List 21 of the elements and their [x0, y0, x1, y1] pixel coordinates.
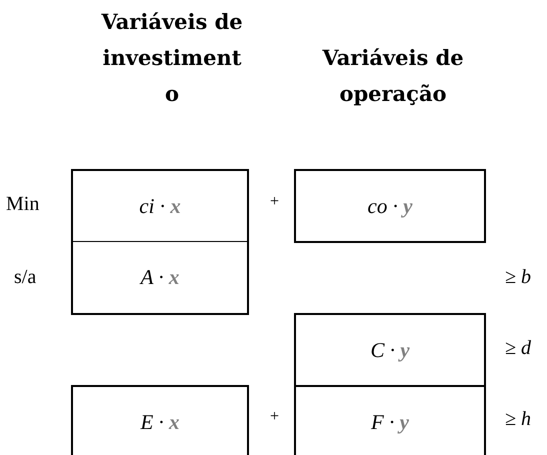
row-label: s/a	[14, 266, 36, 289]
plus-sign: +	[270, 408, 280, 426]
plus-sign: +	[270, 193, 280, 211]
block-expression: A · x	[140, 265, 180, 290]
matrix-block	[294, 387, 486, 455]
row-label: Min	[6, 193, 40, 216]
matrix-block	[294, 169, 486, 243]
column-heading: Variáveis de operação	[321, 44, 465, 108]
column-heading: Variáveis de investimento	[100, 8, 244, 108]
matrix-block	[71, 169, 249, 243]
matrix-block	[71, 242, 249, 315]
constraint-bound: ≥ h	[505, 408, 531, 431]
constraint-bound: ≥ d	[505, 337, 531, 360]
matrix-block	[294, 313, 486, 387]
matrix-block	[71, 385, 249, 455]
constraint-bound: ≥ b	[505, 266, 531, 289]
block-expression: co · y	[368, 194, 412, 218]
block-expression: F · y	[371, 410, 409, 434]
block-expression: ci · x	[139, 194, 181, 218]
block-expression: E · x	[140, 410, 180, 434]
block-expression: C · y	[370, 338, 410, 362]
